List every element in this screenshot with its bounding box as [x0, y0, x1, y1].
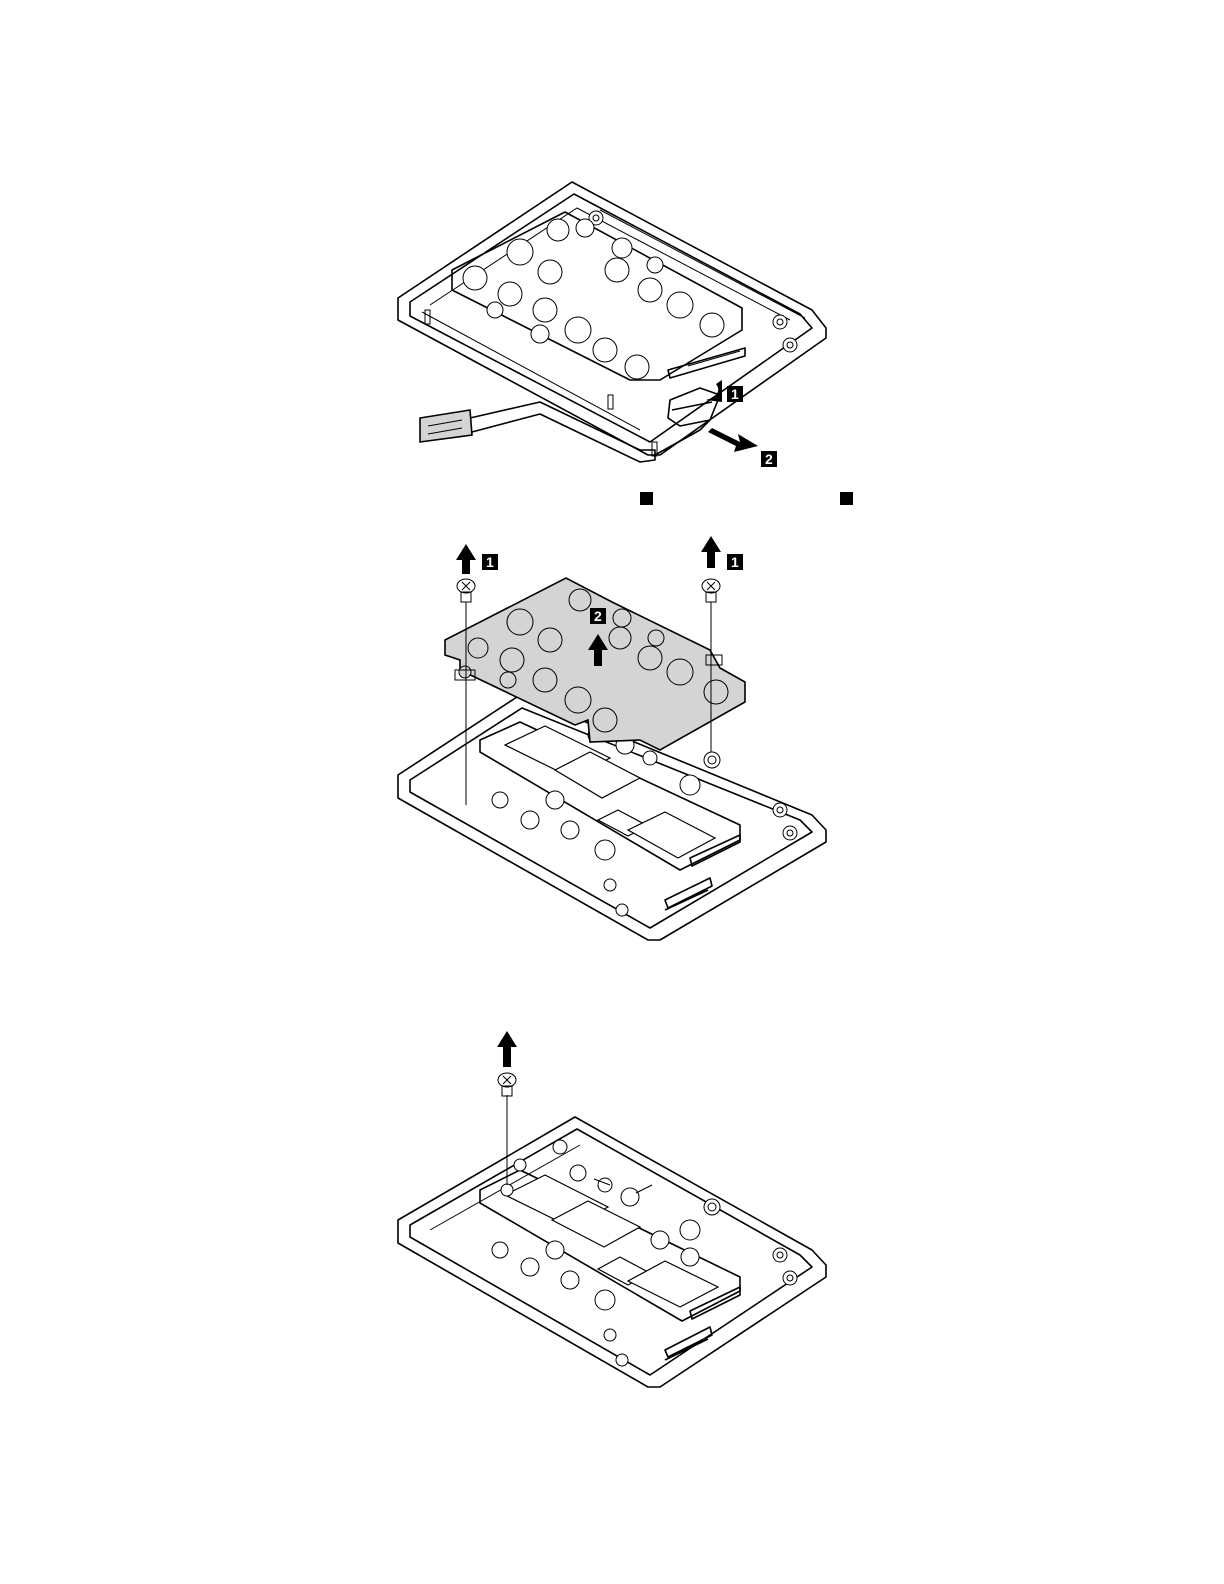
bullet-marker: [640, 492, 653, 505]
drive-bracket-illustration-3: [0, 1025, 1224, 1425]
arrow-up-icon: [701, 536, 721, 568]
callout-2: 2: [590, 608, 606, 624]
figure-remove-m2-screw: [0, 1025, 1224, 1425]
arrow-up-icon: [497, 1031, 517, 1067]
callout-2-label: 2: [765, 451, 773, 467]
callout-1: 1: [727, 554, 743, 570]
callout-1-label: 1: [731, 386, 739, 402]
screw-icon: [702, 579, 720, 602]
callout-2-label: 2: [594, 608, 602, 624]
drive-bracket-illustration-2: 1 1 2: [0, 530, 1224, 950]
figure-disconnect-cable: 1 2: [0, 170, 1224, 480]
screw-icon: [457, 579, 475, 602]
callout-1: 1: [727, 386, 743, 402]
callout-2: 2: [761, 451, 777, 467]
callout-1-label: 1: [486, 554, 494, 570]
callout-1-label: 1: [731, 554, 739, 570]
drive-bracket-illustration-1: 1 2: [0, 170, 1224, 480]
arrow-up-icon: [456, 544, 476, 574]
figure-remove-shield: 1 1 2: [0, 530, 1224, 950]
callout-1: 1: [482, 554, 498, 570]
screw-icon: [498, 1073, 516, 1096]
bullet-marker: [840, 492, 853, 505]
